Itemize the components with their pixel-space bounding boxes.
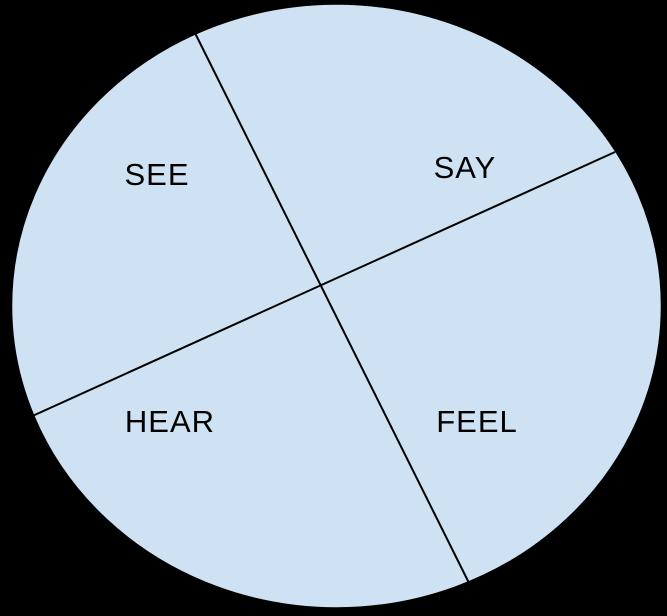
label-hear: HEAR [125, 404, 215, 439]
divider-line-vertical [194, 32, 471, 586]
divider-line-horizontal [27, 151, 616, 419]
circle-shape [10, 3, 663, 609]
label-feel: FEEL [436, 404, 518, 439]
label-say: SAY [434, 150, 497, 185]
label-see: SEE [124, 157, 189, 192]
